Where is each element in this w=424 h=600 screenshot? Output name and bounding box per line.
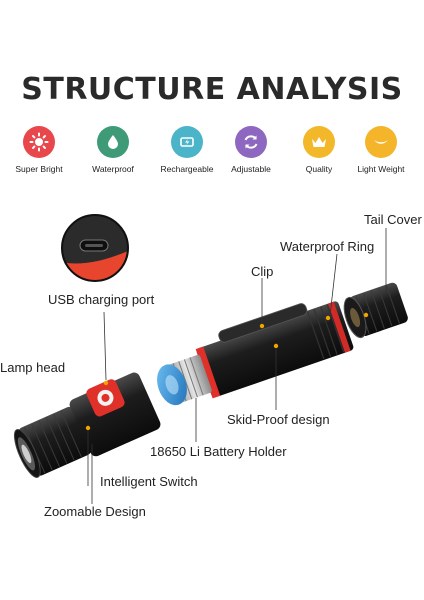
feature-label: Quality [305, 164, 333, 174]
feature-label: Adjustable [231, 164, 271, 174]
flashlight-head [13, 372, 161, 478]
rotate-icon [235, 126, 267, 158]
water-drop-icon [97, 126, 129, 158]
callout-zoomable: Zoomable Design [44, 504, 146, 519]
usb-charge-icon [171, 126, 203, 158]
feature-label: Light Weight [357, 164, 405, 174]
callout-intelligent-switch: Intelligent Switch [100, 474, 198, 489]
page-title: STRUCTURE ANALYSIS [21, 72, 403, 107]
feature-waterproof: Waterproof [78, 126, 148, 174]
feature-adjustable: Adjustable [216, 126, 286, 174]
feature-quality: Quality [284, 126, 354, 174]
feather-icon [365, 126, 397, 158]
callout-tail-cover: Tail Cover [364, 212, 422, 227]
feature-rechargeable: Rechargeable [152, 126, 222, 174]
callout-lines [87, 228, 387, 504]
callout-clip: Clip [251, 264, 274, 279]
callout-skid-proof: Skid-Proof design [227, 412, 330, 427]
flashlight-body [157, 301, 354, 406]
feature-label: Super Bright [15, 164, 63, 174]
callout-usb-port: USB charging port [48, 292, 155, 307]
feature-light-weight: Light Weight [346, 126, 416, 174]
feature-row: Super Bright Waterproof Rechargeable Adj… [0, 126, 424, 176]
feature-label: Rechargeable [160, 164, 214, 174]
crown-icon [303, 126, 335, 158]
feature-label: Waterproof [92, 164, 134, 174]
callout-lamp-head: Lamp head [0, 360, 66, 375]
flashlight-tail-cap [343, 282, 408, 339]
callout-waterproof-ring: Waterproof Ring [280, 239, 375, 254]
callout-battery-holder: 18650 Li Battery Holder [150, 444, 287, 459]
sun-icon [23, 126, 55, 158]
feature-super-bright: Super Bright [4, 126, 74, 174]
usb-port-zoom [61, 214, 129, 282]
